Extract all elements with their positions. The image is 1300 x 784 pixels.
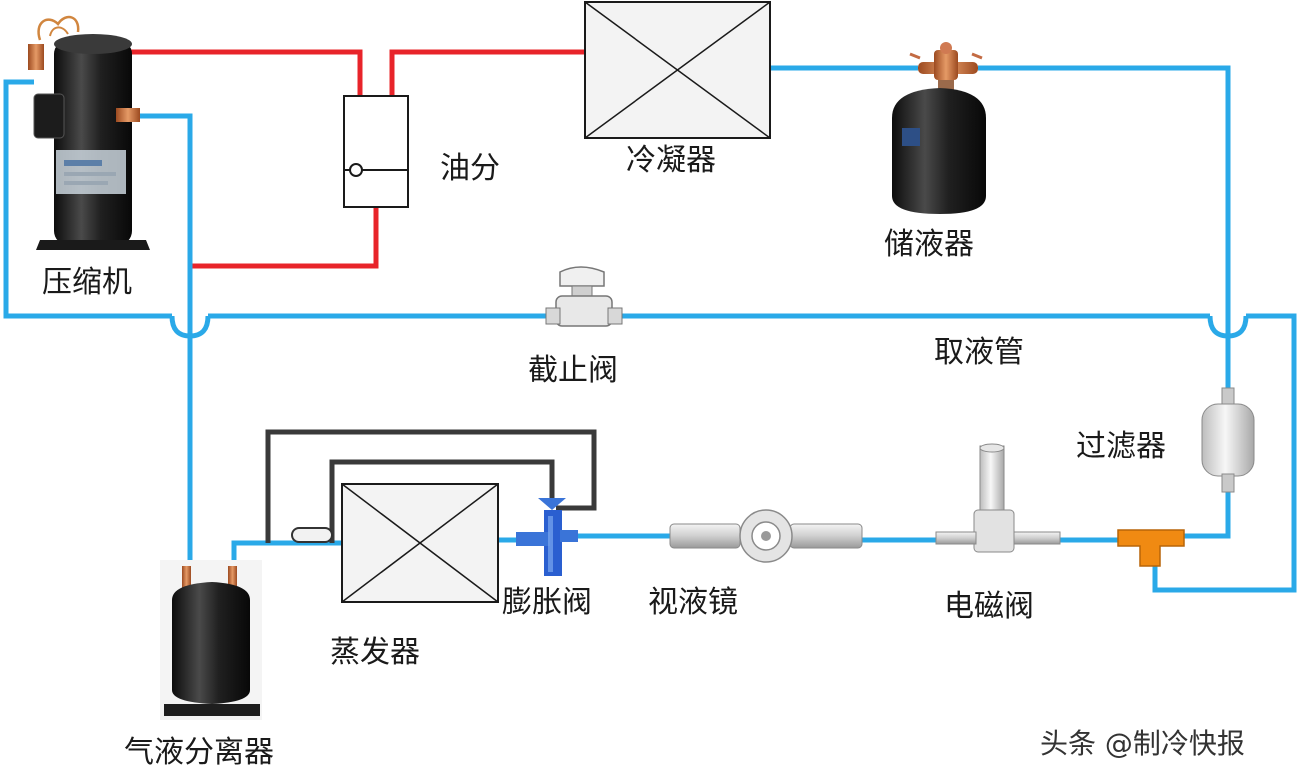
stop-valve-label: 截止阀 <box>528 353 618 388</box>
evaporator <box>341 483 499 603</box>
sight-glass-label: 视液镜 <box>648 585 738 620</box>
receiver-label: 储液器 <box>884 227 974 262</box>
expansion-valve-label: 膨胀阀 <box>502 585 592 620</box>
watermark: 头条 @制冷快报 <box>1040 727 1245 760</box>
liquid-receiver-icon <box>892 42 986 214</box>
oil-separator <box>343 95 409 208</box>
filter-label: 过滤器 <box>1076 429 1166 464</box>
tee-fitting-icon <box>1117 529 1185 567</box>
oil-separator-label: 油分 <box>440 151 500 186</box>
filter-drier-icon <box>1201 387 1255 493</box>
discharge-line-compressor-to-oil-separator <box>115 49 363 96</box>
receiver-outlet-line <box>978 65 1231 392</box>
expansion-valve-icon <box>516 498 578 576</box>
accumulator-icon <box>160 560 262 720</box>
crossover-hump-right <box>1207 315 1249 339</box>
filter-outlet-line <box>1184 490 1231 539</box>
sensing-bulb <box>291 527 333 543</box>
external-equalizer-line <box>265 429 597 543</box>
compressor-label: 压缩机 <box>42 265 132 300</box>
liquid-line-label: 取液管 <box>934 335 1024 370</box>
solenoid-valve-icon <box>935 443 1061 553</box>
liquid-suction-lines <box>3 65 1297 593</box>
right-loop-line <box>1152 313 1297 593</box>
condenser <box>584 1 771 139</box>
discharge-line-oil-separator-to-condenser <box>389 49 585 96</box>
sight-glass-icon <box>669 509 863 563</box>
oil-return-line <box>190 207 379 269</box>
solenoid-valve-label: 电磁阀 <box>944 589 1034 624</box>
scroll-compressor-icon <box>28 15 150 250</box>
stop-valve-icon <box>545 266 623 327</box>
condenser-label: 冷凝器 <box>626 143 716 178</box>
equalizer-lines <box>265 429 597 543</box>
compressor-left-line <box>3 79 172 319</box>
evaporator-label: 蒸发器 <box>330 635 420 670</box>
sensing-bulb-capillary <box>329 459 555 543</box>
discharge-line <box>115 49 585 269</box>
accumulator-label: 气液分离器 <box>124 735 274 770</box>
suction-line <box>140 113 193 563</box>
